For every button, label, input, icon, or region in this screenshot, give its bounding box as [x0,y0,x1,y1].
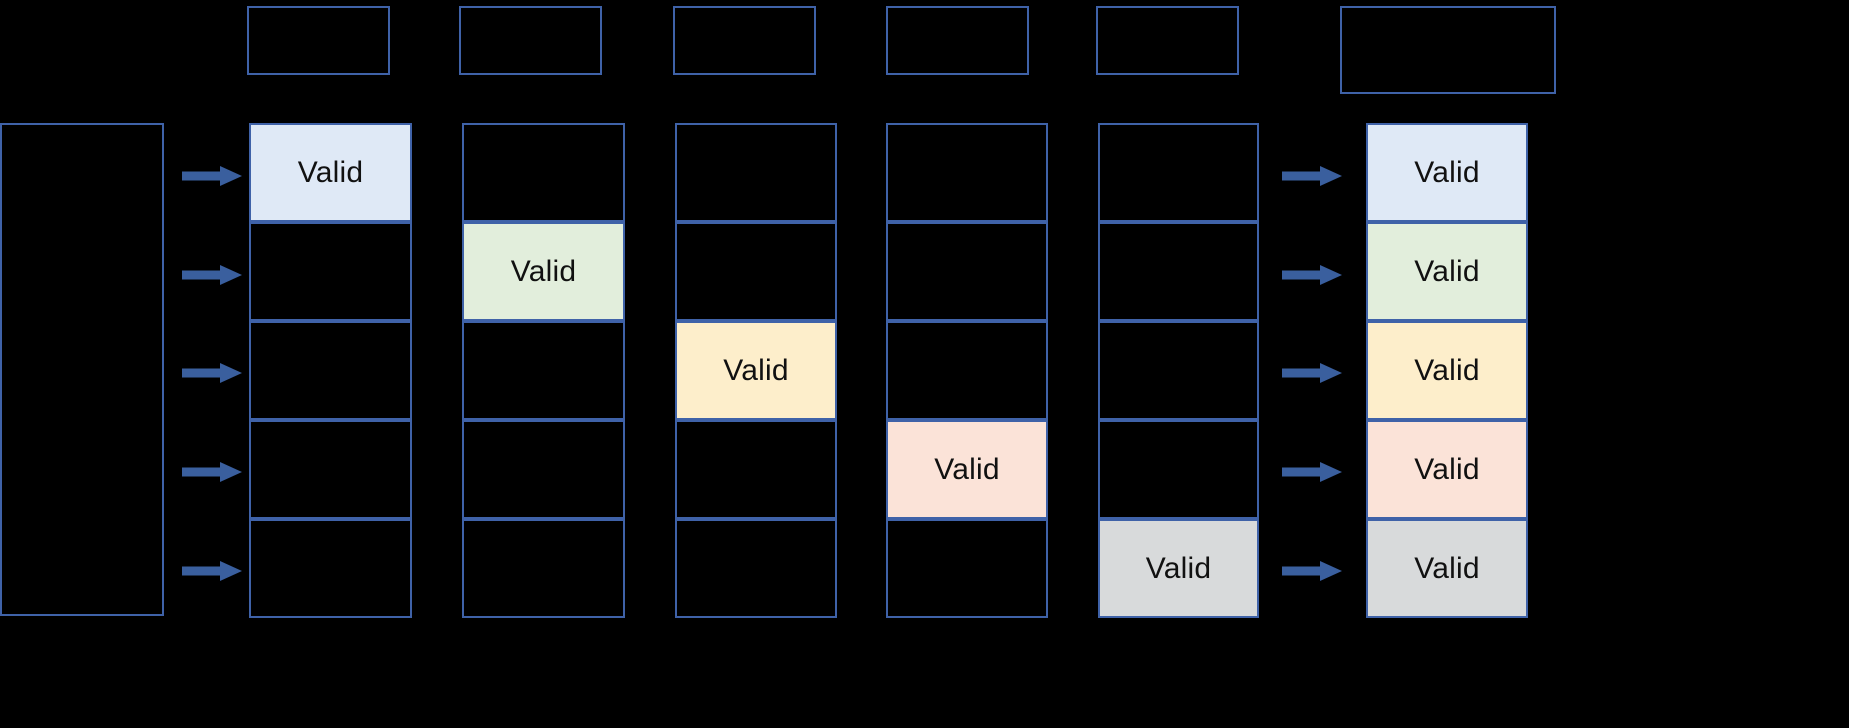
column-3-cell-3[interactable]: Valid [675,321,837,420]
column-1-cell-3[interactable] [249,321,412,420]
arrow-out-row-3-icon [1282,360,1342,386]
column-3: Valid [675,0,837,728]
column-3-cell-2[interactable] [675,222,837,321]
column-4-cell-2[interactable] [886,222,1048,321]
column-6-cell-1[interactable]: Valid [1366,123,1528,222]
header-box-3[interactable] [673,6,816,75]
cell-label: Valid [1414,452,1480,486]
column-4-cell-5[interactable] [886,519,1048,618]
arrow-out-row-2-icon [1282,262,1342,288]
column-1: Valid [249,0,412,728]
column-3-cell-4[interactable] [675,420,837,519]
cell-label: Valid [1414,551,1480,585]
arrow-out-row-5-icon [1282,558,1342,584]
column-5-cell-4[interactable] [1098,420,1259,519]
header-box-4[interactable] [886,6,1029,75]
column-5-cell-3[interactable] [1098,321,1259,420]
column-5-cell-5[interactable]: Valid [1098,519,1259,618]
column-1-cell-1[interactable]: Valid [249,123,412,222]
cell-label: Valid [1414,254,1480,288]
arrow-out-row-4-icon [1282,459,1342,485]
column-3-cell-1[interactable] [675,123,837,222]
arrow-out-row-1-icon [1282,163,1342,189]
column-6-cell-4[interactable]: Valid [1366,420,1528,519]
column-2: Valid [462,0,625,728]
cell-label: Valid [1414,155,1480,189]
column-4: Valid [886,0,1048,728]
arrow-row-1-icon [182,163,242,189]
arrow-row-4-icon [182,459,242,485]
cell-label: Valid [934,452,1000,486]
column-2-cell-2[interactable]: Valid [462,222,625,321]
column-6-cell-5[interactable]: Valid [1366,519,1528,618]
cell-label: Valid [723,353,789,387]
column-6-cell-2[interactable]: Valid [1366,222,1528,321]
header-box-6[interactable] [1340,6,1556,94]
column-2-cell-1[interactable] [462,123,625,222]
cell-label: Valid [1414,353,1480,387]
column-4-cell-4[interactable]: Valid [886,420,1048,519]
column-5-cell-2[interactable] [1098,222,1259,321]
arrow-row-2-icon [182,262,242,288]
column-2-cell-3[interactable] [462,321,625,420]
column-1-cell-5[interactable] [249,519,412,618]
cell-label: Valid [510,254,577,288]
column-1-cell-4[interactable] [249,420,412,519]
arrow-row-3-icon [182,360,242,386]
column-1-cell-2[interactable] [249,222,412,321]
header-box-5[interactable] [1096,6,1239,75]
column-5: Valid [1098,0,1259,728]
header-box-2[interactable] [459,6,602,75]
column-2-cell-4[interactable] [462,420,625,519]
cell-label: Valid [297,155,364,189]
cell-label: Valid [1145,551,1212,585]
column-5-cell-1[interactable] [1098,123,1259,222]
source-box[interactable] [0,123,164,616]
column-6-cell-3[interactable]: Valid [1366,321,1528,420]
column-2-cell-5[interactable] [462,519,625,618]
column-4-cell-3[interactable] [886,321,1048,420]
arrow-row-5-icon [182,558,242,584]
header-box-1[interactable] [247,6,390,75]
column-4-cell-1[interactable] [886,123,1048,222]
column-3-cell-5[interactable] [675,519,837,618]
